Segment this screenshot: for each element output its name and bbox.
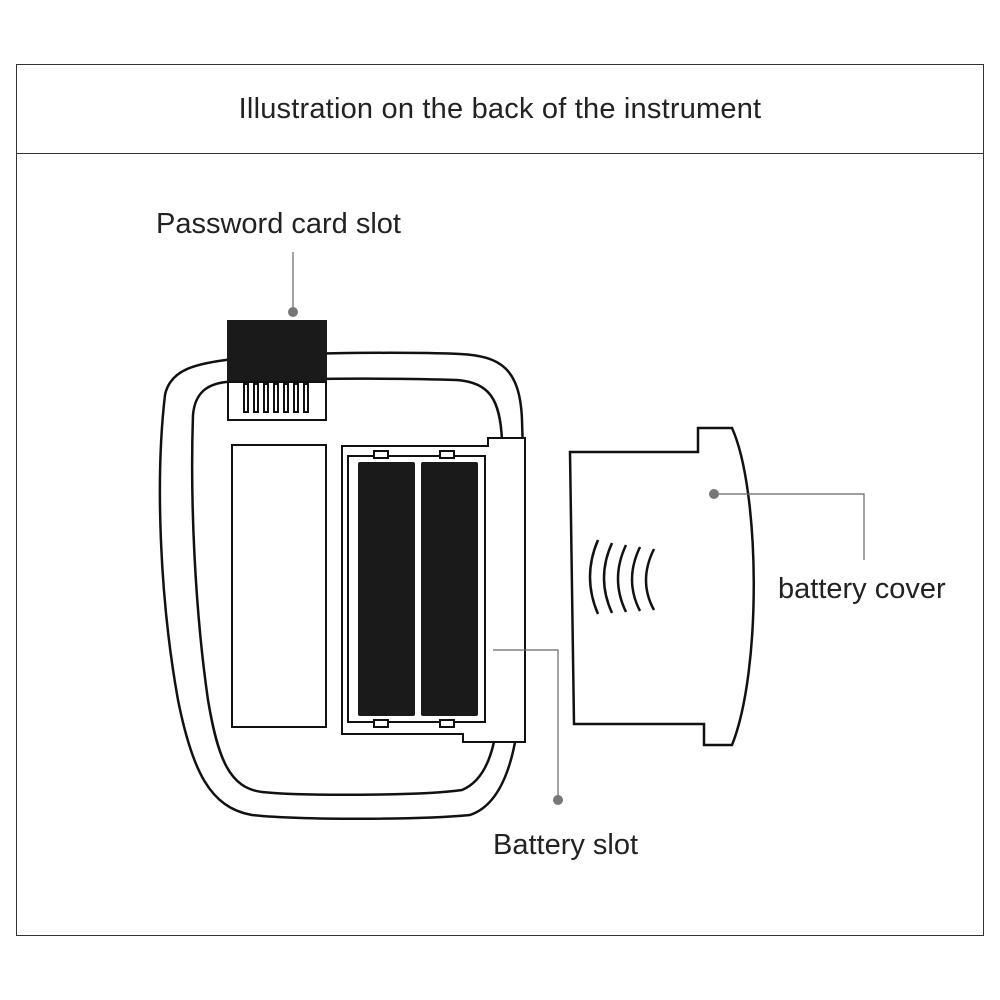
battery-slot-label: Battery slot	[493, 829, 639, 861]
leader-lines	[292, 252, 865, 800]
battery-2	[421, 462, 478, 716]
header: Illustration on the back of the instrume…	[17, 65, 983, 154]
password-card	[227, 320, 327, 382]
grip-ridges	[588, 539, 656, 615]
card-contacts	[243, 383, 309, 413]
battery-slot-dot	[553, 795, 563, 805]
battery-1	[358, 462, 415, 716]
diagram-frame: Illustration on the back of the instrume…	[16, 64, 984, 936]
battery-cover-dot	[709, 489, 719, 499]
device-outer-body	[158, 351, 526, 820]
side-compartment	[231, 444, 327, 728]
battery-cover	[568, 426, 755, 747]
page-title: Illustration on the back of the instrume…	[238, 92, 762, 125]
battery-cover-label: battery cover	[778, 573, 946, 605]
battery-terminals	[373, 450, 455, 728]
password-card-slot-label: Password card slot	[156, 208, 401, 240]
password-card-dot	[288, 307, 298, 317]
